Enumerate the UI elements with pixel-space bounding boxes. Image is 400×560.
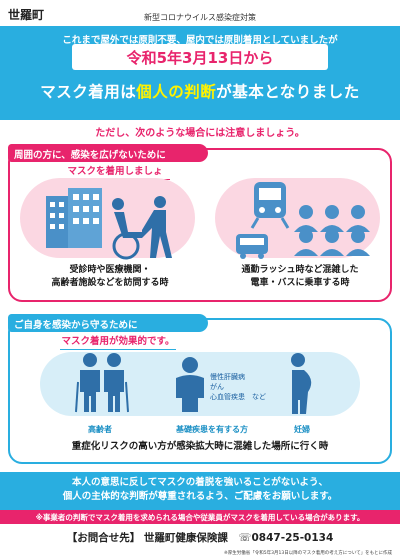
headline-banner bbox=[0, 26, 400, 120]
respect-message-line1: 本人の意思に反してマスクの着脱を強いることがないよう、 bbox=[71, 477, 329, 488]
person-chronic-disease-icon bbox=[176, 357, 204, 412]
effective-date: 令和5年3月13日から bbox=[126, 49, 274, 67]
source-footnote: ※厚生労働省「令和5年3月13日以降のマスク着用の考え方について」をもとに作成 bbox=[224, 551, 392, 556]
note-bar bbox=[0, 510, 400, 524]
disease-cardio: 心血管疾患 など bbox=[210, 393, 266, 401]
section2-subheading: マスク着用が効果的です。 bbox=[60, 334, 176, 350]
contact-info: 【お問合せ先】 世羅町健康保険課 ☏0847-25-0134 bbox=[66, 532, 334, 544]
main-headline: マスク着用は個人の判断が基本となりました bbox=[0, 80, 400, 102]
main-headline-post: が基本となりました bbox=[216, 83, 360, 101]
disease-cancer: がん bbox=[210, 383, 224, 391]
section1-heading: 周囲の方に、感染を広げないために bbox=[14, 150, 166, 161]
caption-hospital-line2: 高齢者施設などを訪問する時 bbox=[51, 278, 169, 288]
caption-commute-line2: 電車・バスに乗車する時 bbox=[250, 278, 350, 288]
respect-message: 本人の意思に反してマスクの着脱を強いることがないよう、 個人の主体的な判断が尊重… bbox=[0, 476, 400, 504]
wheelchair-icon bbox=[112, 196, 172, 260]
date-box bbox=[72, 44, 328, 70]
main-headline-highlight: 個人の判断 bbox=[136, 83, 217, 101]
label-elderly: 高齢者 bbox=[88, 425, 112, 434]
disease-list: 慢性肝臓病 がん 心血管疾患 など bbox=[210, 372, 266, 402]
respect-message-line2: 個人の主体的な判断が尊重されるよう、ご配慮をお願いします。 bbox=[62, 491, 338, 502]
caption-commute-line1: 通勤ラッシュ時など混雑した bbox=[241, 265, 359, 275]
caption-hospital-line1: 受診時や医療機関・ bbox=[69, 265, 151, 275]
label-underlying-disease: 基礎疾患を有する方 bbox=[176, 425, 248, 434]
main-headline-pre: マスク着用は bbox=[40, 83, 137, 101]
town-name: 世羅町 bbox=[8, 8, 45, 22]
hospital-icon bbox=[46, 188, 102, 248]
high-risk-situation: 重症化リスクの高い方が感染拡大時に混雑した場所に行く時 bbox=[71, 441, 329, 452]
elderly-couple-icon bbox=[75, 353, 129, 413]
employer-note: ※事業者の判断でマスク着用を求められる場合や従業員がマスクを着用している場合があ… bbox=[35, 513, 365, 522]
message-banner bbox=[0, 472, 400, 510]
caution-text: ただし、次のような場合には注意しましょう。 bbox=[95, 128, 305, 139]
train-icon bbox=[250, 182, 290, 229]
document-subtitle: 新型コロナウイルス感染症対策 bbox=[144, 13, 256, 22]
crowd-icon bbox=[294, 205, 370, 256]
section1-heading-bar bbox=[8, 144, 208, 162]
disease-liver: 慢性肝臓病 bbox=[210, 373, 245, 381]
caption-hospital: 受診時や医療機関・ 高齢者施設などを訪問する時 bbox=[20, 264, 200, 290]
pregnant-woman-icon bbox=[291, 353, 312, 414]
section2-heading: ご自身を感染から守るために bbox=[14, 320, 138, 331]
label-pregnant: 妊婦 bbox=[294, 425, 310, 434]
caption-commute: 通勤ラッシュ時など混雑した 電車・バスに乗車する時 bbox=[210, 264, 390, 290]
section2-heading-bar bbox=[8, 314, 208, 332]
headline-line1: これまで屋外では原則不要、屋内では原則着用としていましたが bbox=[62, 35, 338, 46]
bus-icon bbox=[236, 234, 268, 259]
